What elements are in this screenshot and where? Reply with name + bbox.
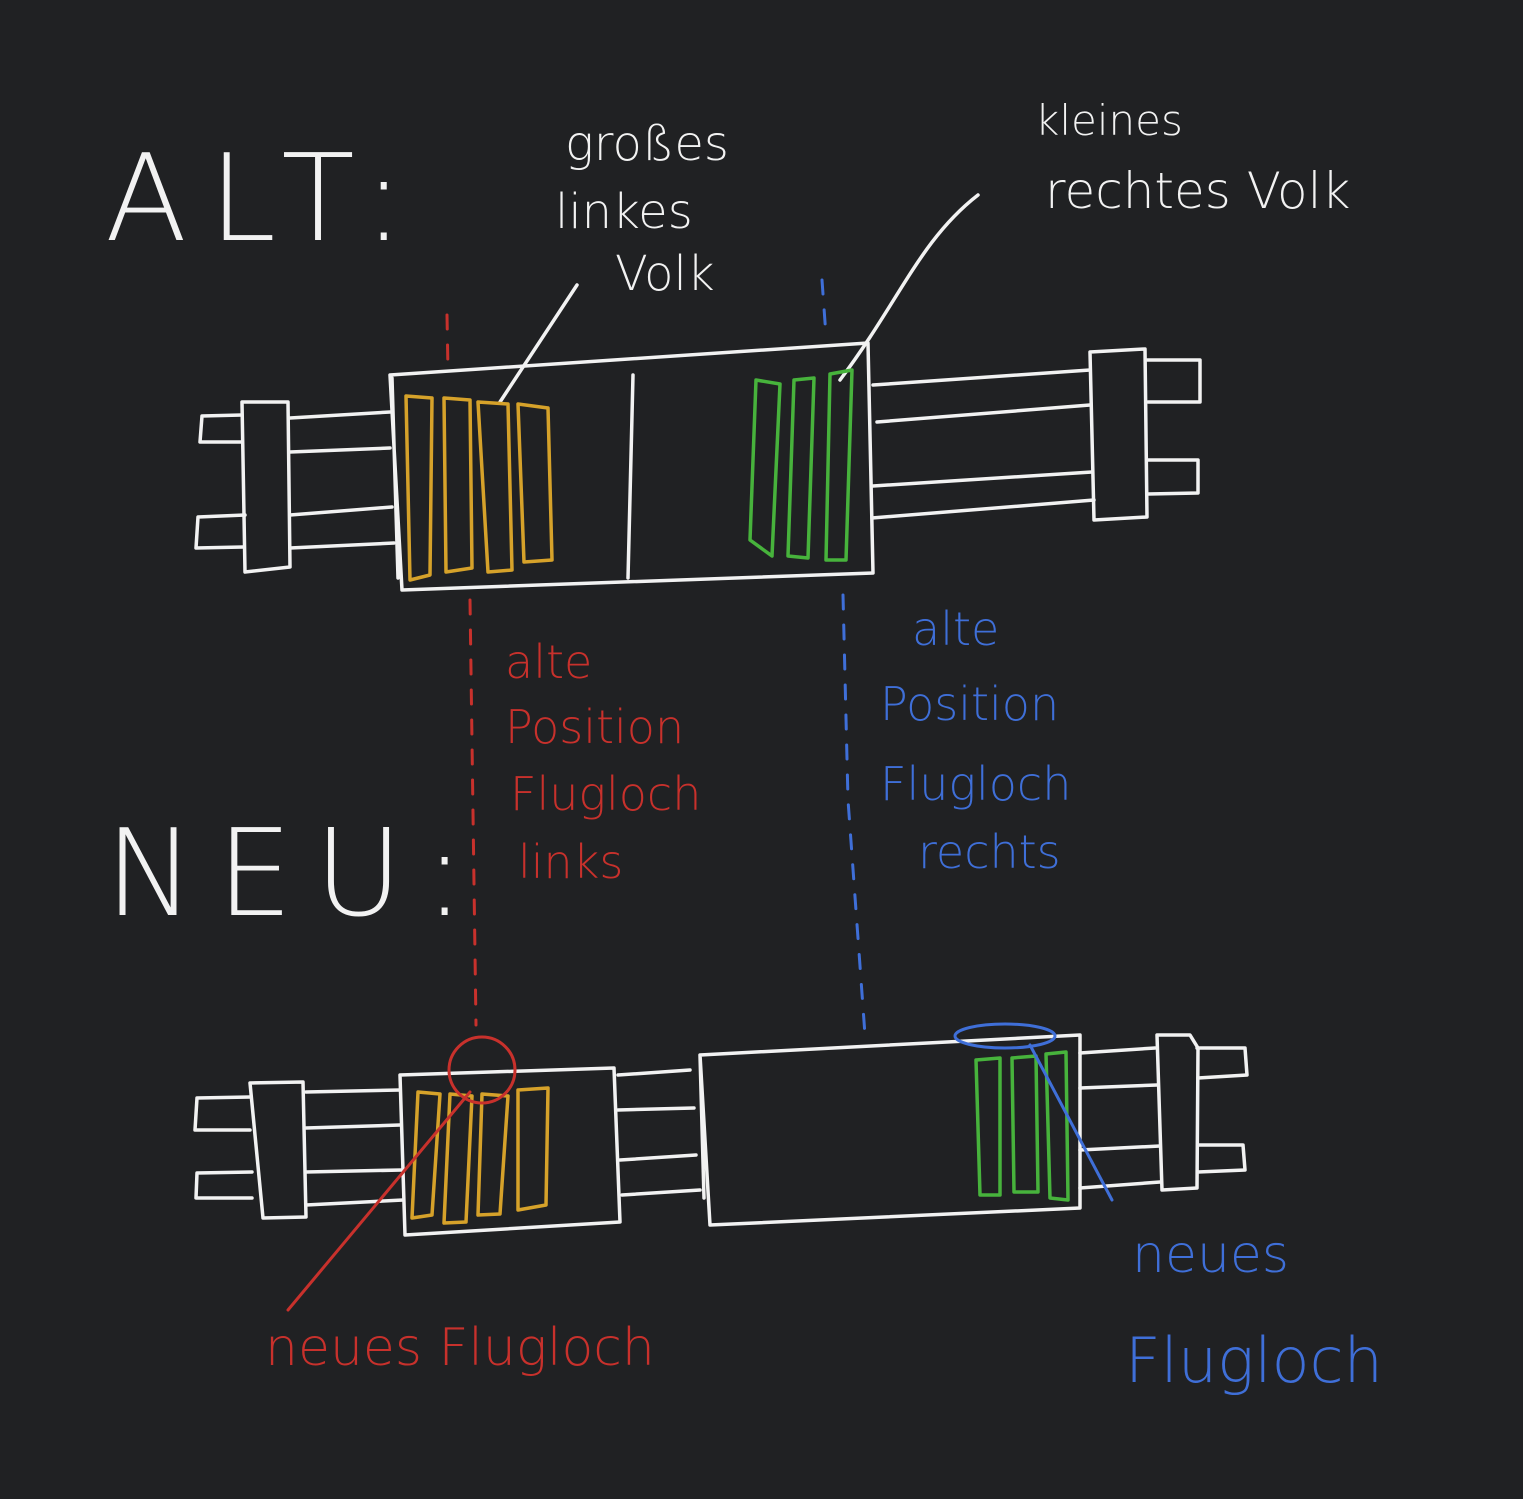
old-hive bbox=[194, 341, 1202, 592]
label-line: Position bbox=[880, 677, 1059, 731]
old-left-position-line bbox=[468, 598, 478, 1027]
old-right-entrance-label: alte Position Flugloch rechts bbox=[880, 602, 1071, 879]
small-colony-label: kleines rechtes Volk bbox=[1035, 96, 1350, 220]
label-line: Volk bbox=[615, 246, 715, 302]
small-colony-frames bbox=[748, 368, 854, 562]
old-right-position-line bbox=[820, 278, 828, 338]
label-line: kleines bbox=[1035, 96, 1183, 145]
label-line: rechts bbox=[918, 825, 1061, 879]
label-line: links bbox=[518, 835, 623, 889]
small-colony-pointer bbox=[838, 193, 980, 382]
large-colony-label: großes linkes Volk bbox=[555, 116, 729, 302]
new-right-entrance-label: neues Flugloch bbox=[1125, 1225, 1383, 1397]
old-left-entrance-label: alte Position Flugloch links bbox=[505, 635, 701, 889]
new-left-entrance-pointer bbox=[286, 1090, 472, 1312]
new-right-entrance-marker bbox=[953, 1022, 1057, 1050]
large-colony-frames-new bbox=[410, 1086, 550, 1225]
label-line: großes bbox=[565, 116, 729, 172]
label-line: Flugloch bbox=[510, 767, 701, 821]
old-left-position-line bbox=[445, 313, 450, 374]
old-heading: ALT: bbox=[105, 130, 426, 269]
label-line: Flugloch bbox=[880, 757, 1071, 811]
new-right-entrance-pointer bbox=[1028, 1043, 1114, 1202]
old-right-position-line bbox=[841, 593, 867, 1037]
label-line: rechtes Volk bbox=[1045, 162, 1350, 220]
new-heading: NEU: bbox=[105, 805, 487, 944]
new-left-entrance-marker bbox=[447, 1035, 517, 1105]
label-line: neues bbox=[1132, 1225, 1289, 1285]
label-line: alte bbox=[505, 635, 592, 689]
new-left-entrance-label: neues Flugloch bbox=[265, 1318, 655, 1378]
small-colony-frames-new bbox=[974, 1050, 1070, 1202]
new-hive bbox=[193, 1033, 1249, 1237]
label-line: Flugloch bbox=[1125, 1324, 1383, 1397]
large-colony-pointer bbox=[498, 283, 579, 404]
label-line: alte bbox=[912, 602, 999, 656]
label-line: linkes bbox=[555, 184, 693, 240]
large-colony-frames bbox=[404, 394, 554, 582]
label-line: Position bbox=[505, 700, 684, 754]
